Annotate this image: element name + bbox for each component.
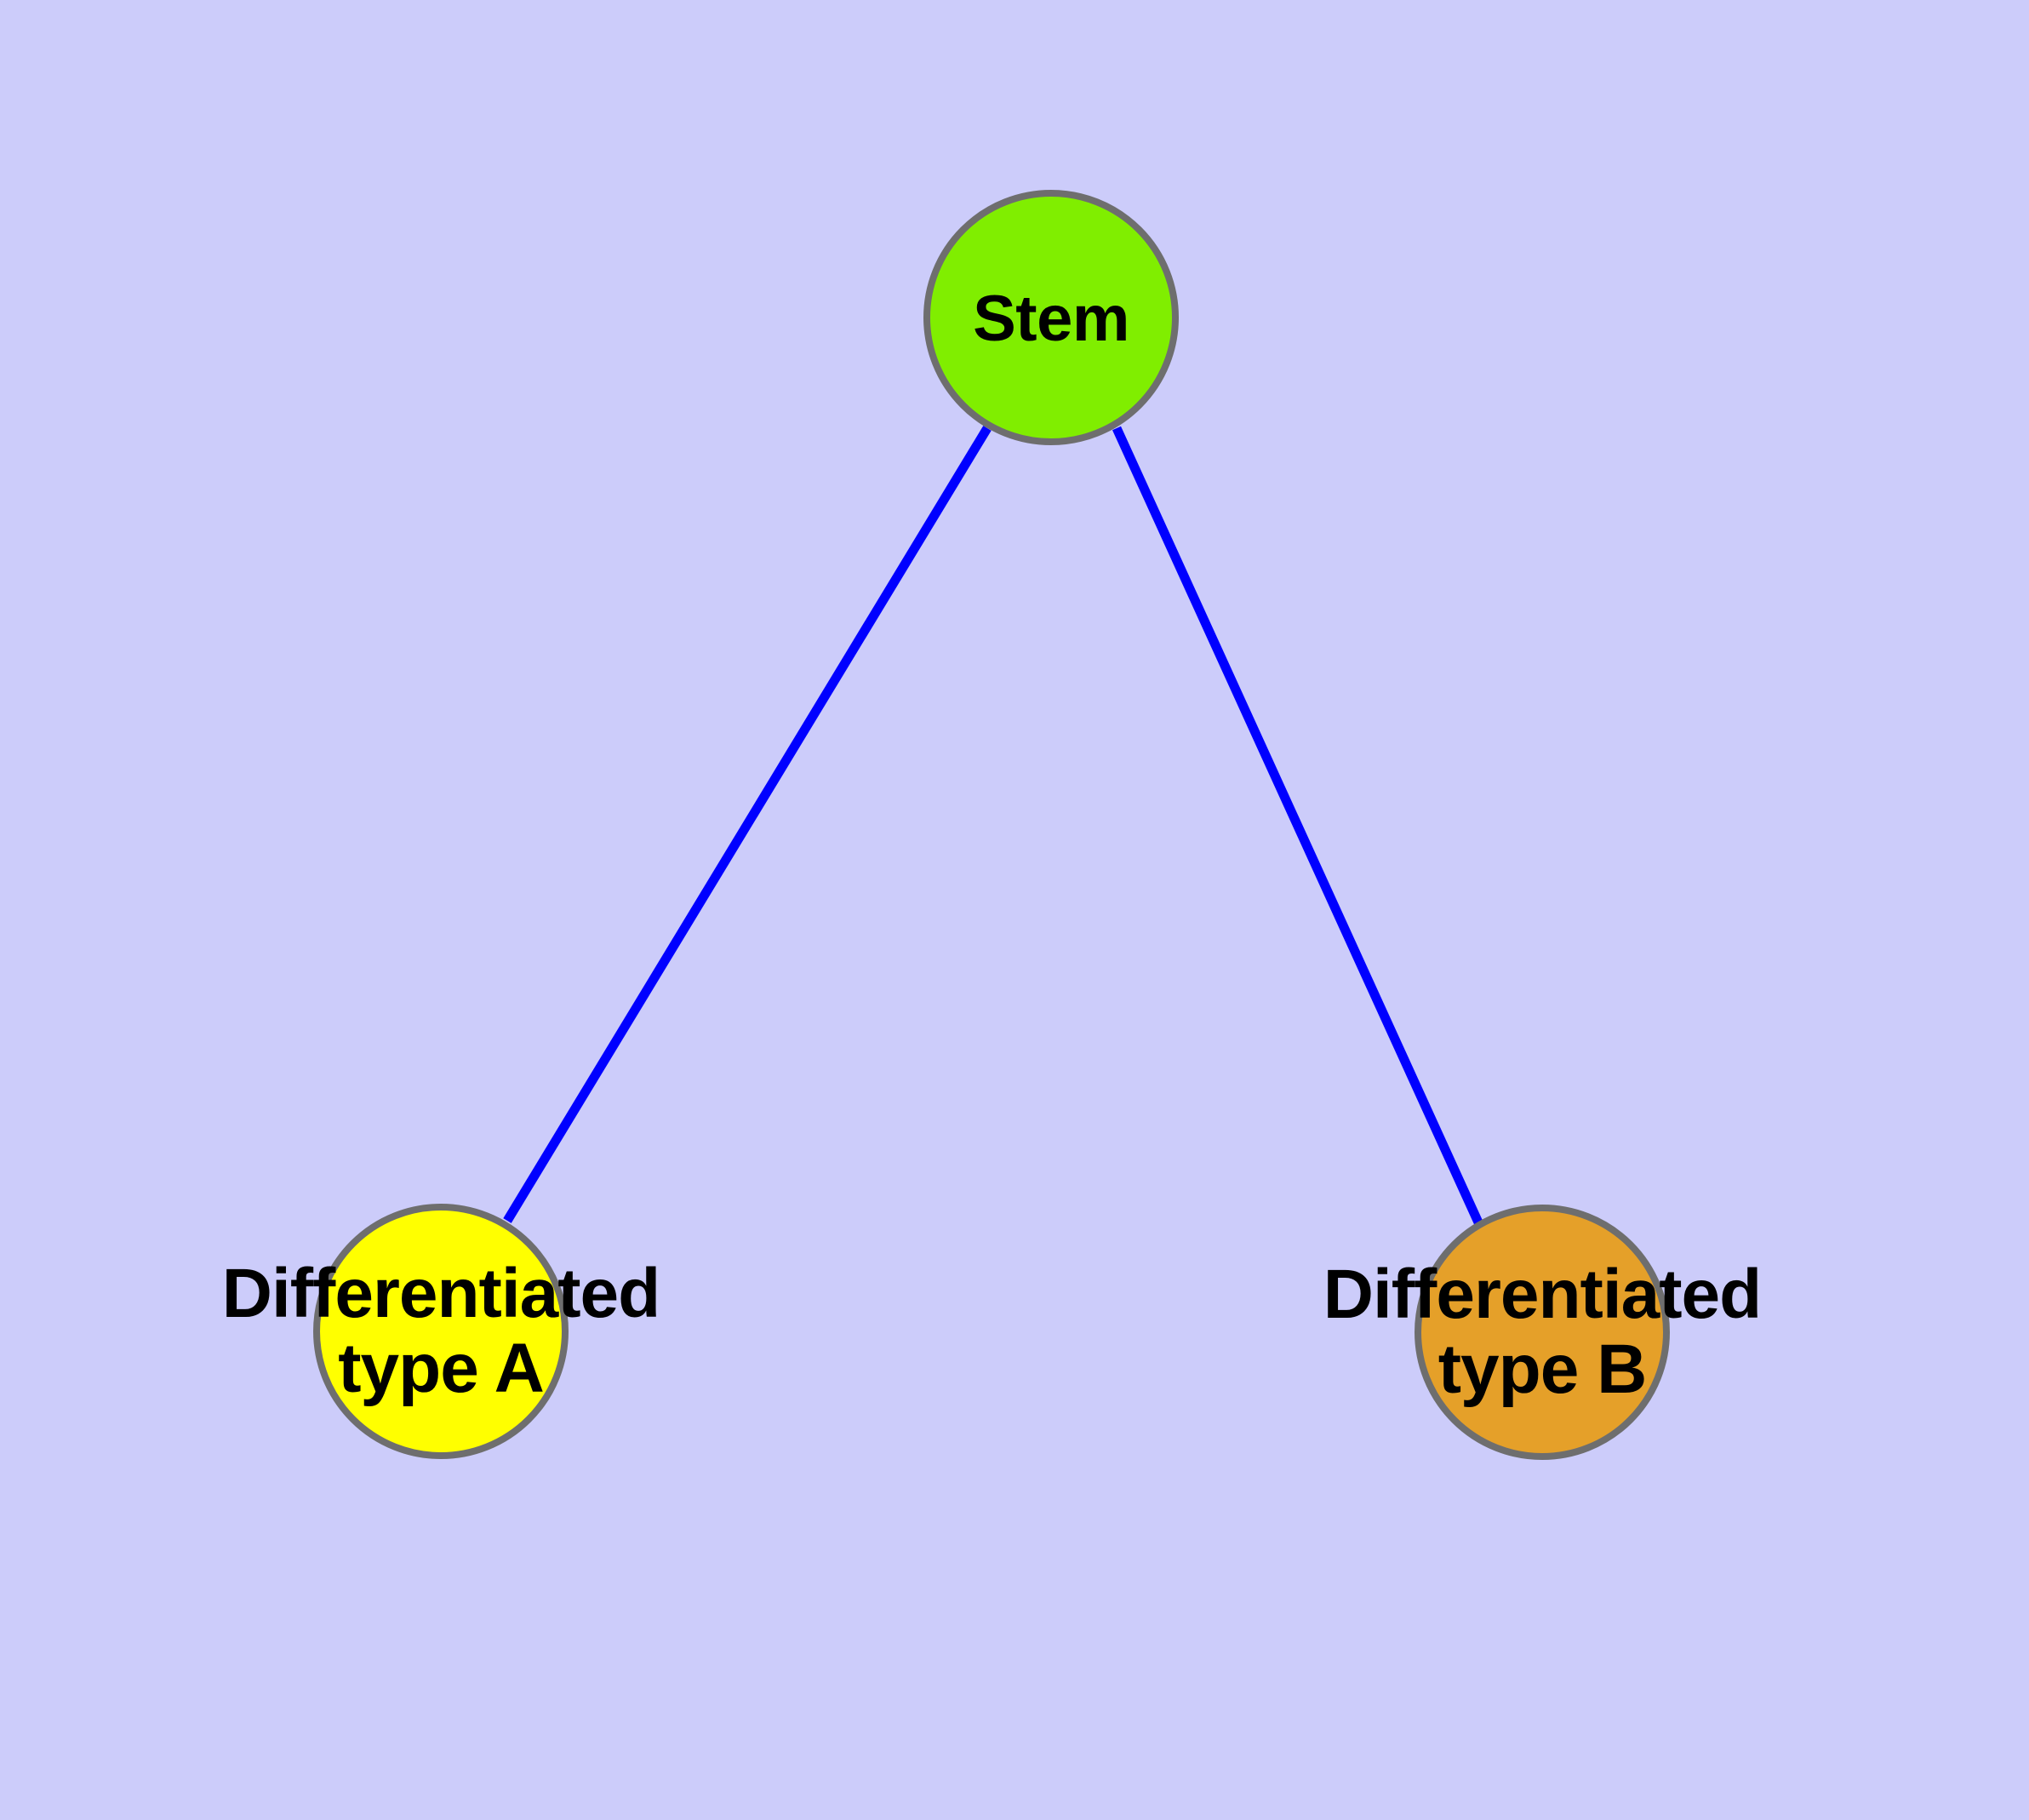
edge-stem-to-differentiated-type-b[interactable]: [1112, 426, 1483, 1225]
nodes-group: [313, 190, 1670, 1460]
node-differentiated-type-a[interactable]: [313, 1204, 569, 1459]
edge-stem-to-differentiated-type-a[interactable]: [503, 426, 992, 1223]
edges-group: [503, 426, 1483, 1225]
node-differentiated-type-b[interactable]: [1415, 1205, 1670, 1460]
node-stem[interactable]: [923, 190, 1179, 445]
